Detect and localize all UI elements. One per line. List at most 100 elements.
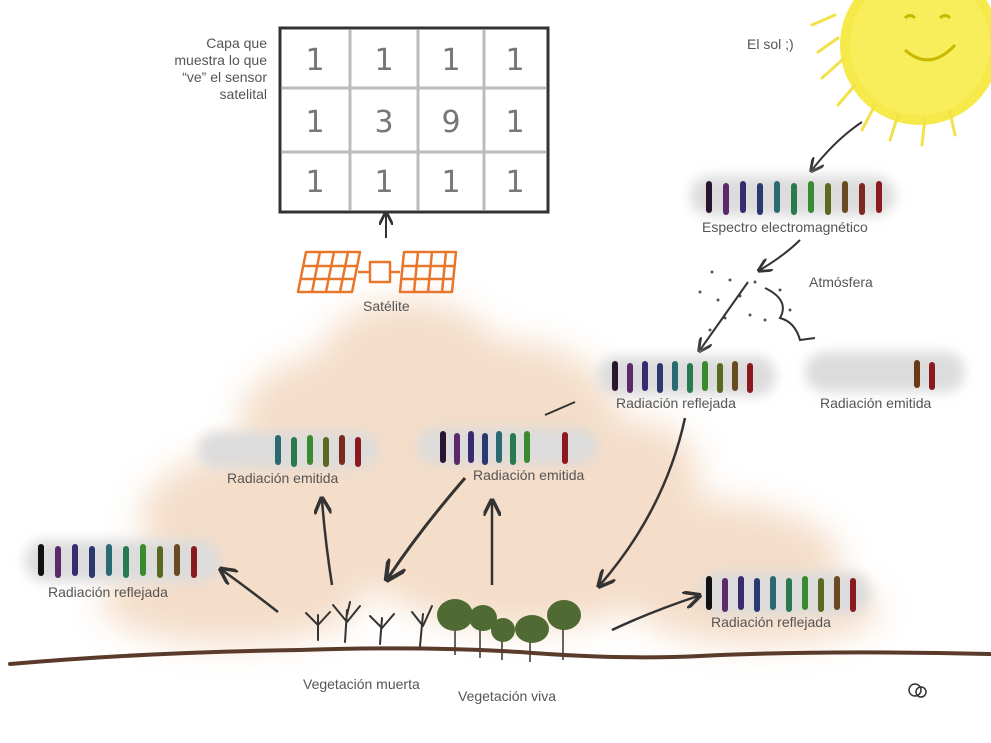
spectrum-bar	[774, 181, 780, 213]
spectrum-bar	[859, 183, 865, 215]
spectrum-bar	[454, 433, 460, 465]
dead-to-reflected-arrow	[222, 570, 279, 613]
spectrum-bar	[140, 544, 146, 576]
spectrum-bar	[754, 578, 760, 612]
spectrum-bar	[55, 546, 61, 578]
spectrum-bar	[786, 578, 792, 612]
spectrum-reflected-left-bars	[38, 544, 197, 578]
sensor-grid-cells: 1 1 1 1 1 3 9 1 1 1 1 1	[305, 43, 524, 200]
sensor-grid-cell: 1	[374, 43, 393, 78]
spectrum-bar	[687, 363, 693, 393]
satellite-icon	[296, 250, 458, 294]
sensor-grid-cell: 1	[374, 165, 393, 200]
spectrum-bar	[440, 431, 446, 463]
sensor-layer-label-line3: “ve” el sensor	[182, 69, 267, 85]
sensor-layer-label-line2: muestra lo que	[174, 52, 267, 68]
spectrum-bar	[706, 576, 712, 610]
sensor-layer-label-line4: satelital	[219, 86, 267, 102]
sensor-grid-cell: 1	[505, 165, 524, 200]
spectrum-bar	[106, 544, 112, 576]
sensor-grid-cell: 1	[505, 43, 524, 78]
sun-to-spectrum-arrow	[812, 121, 863, 170]
spectrum-bar	[757, 183, 763, 215]
spectrum-bar	[38, 544, 44, 576]
sensor-grid-cell: 1	[441, 165, 460, 200]
spectrum-bar	[825, 183, 831, 215]
spectrum-bar	[672, 361, 678, 391]
spectrum-bar	[706, 181, 712, 213]
spectrum-bar	[482, 433, 488, 465]
sensor-grid-cell: 1	[505, 105, 524, 140]
spectrum-bar	[72, 544, 78, 576]
spectrum-bar	[747, 363, 753, 393]
satellite-label: Satélite	[363, 298, 410, 314]
atmosphere-particles	[698, 270, 792, 332]
sensor-grid-cell: 9	[441, 105, 460, 140]
atmosphere-scatter-path	[764, 287, 816, 342]
spectrum-bar	[174, 544, 180, 576]
spectrum-bar	[355, 437, 361, 467]
emitted-center-label: Radiación emitida	[473, 467, 585, 483]
spectrum-bar	[562, 432, 568, 464]
live-to-reflected-arrow	[611, 596, 698, 632]
emitted-center-down-arrow	[388, 477, 467, 578]
spectrum-full-bars	[706, 181, 882, 215]
spectrum-bar	[850, 578, 856, 612]
sensor-grid: 1 1 1 1 1 3 9 1 1 1 1 1	[278, 26, 550, 214]
spectrum-bar	[876, 181, 882, 213]
spectrum-bar	[842, 181, 848, 213]
reflected-to-ground-arrow	[600, 417, 687, 585]
spectrum-bar	[717, 363, 723, 393]
spectrum-bar	[642, 361, 648, 391]
reflected-bottom-right-label: Radiación reflejada	[711, 614, 831, 630]
sun-icon	[810, 0, 991, 147]
sensor-grid-cell: 1	[305, 43, 324, 78]
spectrum-bar	[738, 576, 744, 610]
spectrum-bar	[468, 431, 474, 463]
sensor-grid-cell: 3	[374, 105, 393, 140]
emitted-right-label: Radiación emitida	[820, 395, 932, 411]
spectrum-to-atmosphere-arrow	[760, 239, 801, 270]
reflected-right-label: Radiación reflejada	[616, 395, 736, 411]
dead-vegetation-label: Vegetación muerta	[303, 676, 420, 692]
spectrum-bar	[496, 431, 502, 463]
spectrum-bar	[291, 437, 297, 467]
spectrum-bar	[834, 576, 840, 610]
spectrum-bar	[89, 546, 95, 578]
spectrum-bar	[510, 433, 516, 465]
dead-to-emitted-arrow	[322, 500, 334, 586]
sensor-layer-label-line1: Capa que	[206, 35, 267, 51]
spectrum-bar	[702, 361, 708, 391]
spectrum-bar	[791, 183, 797, 215]
spectrum-bar	[723, 183, 729, 215]
spectrum-emitted-left-bars	[275, 435, 361, 467]
spectrum-bar	[123, 546, 129, 578]
spectrum-bar	[657, 363, 663, 393]
spectrum-reflected-bottom-right-bars	[706, 576, 856, 612]
spectrum-bar	[627, 363, 633, 393]
spectrum-bar	[770, 576, 776, 610]
sun-label: El sol ;)	[747, 36, 794, 52]
spectrum-bar	[307, 435, 313, 465]
reflected-left-label: Radiación reflejada	[48, 584, 168, 600]
spectrum-reflected-right-bars	[612, 361, 753, 393]
sensor-layer-label: Capa que muestra lo que “ve” el sensor s…	[160, 35, 267, 103]
spectrum-bar	[818, 578, 824, 612]
signature-icon	[908, 683, 927, 698]
spectrum-bar	[808, 181, 814, 213]
live-vegetation-icon	[437, 599, 581, 662]
sensor-grid-cell: 1	[441, 43, 460, 78]
spectrum-bar	[802, 576, 808, 610]
spectrum-bar	[157, 546, 163, 578]
spectrum-label: Espectro electromagnético	[702, 219, 868, 235]
spectrum-bar	[323, 437, 329, 467]
spectrum-bar	[914, 360, 920, 388]
spectrum-bar	[524, 431, 530, 463]
sensor-grid-cell: 1	[305, 105, 324, 140]
live-vegetation-label: Vegetación viva	[458, 688, 557, 704]
spectrum-bar	[732, 361, 738, 391]
sensor-grid-cell: 1	[305, 165, 324, 200]
spectrum-bar	[740, 181, 746, 213]
emitted-left-label: Radiación emitida	[227, 470, 339, 486]
